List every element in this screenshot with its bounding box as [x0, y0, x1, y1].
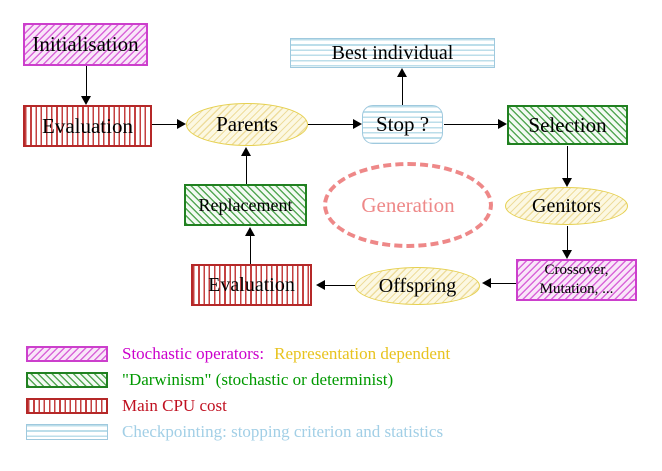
node-evaluation-top: Evaluation	[23, 105, 152, 147]
node-replacement: Replacement	[184, 184, 307, 226]
legend-row-cpu-cost: Main CPU cost	[26, 395, 227, 417]
node-crossover-mutation: Crossover, Mutation, ...	[516, 259, 637, 301]
legend-row-checkpointing: Checkpointing: stopping criterion and st…	[26, 421, 443, 443]
legend-text-representation: Representation dependent	[274, 344, 451, 363]
generation-loop-label: Generation	[323, 162, 493, 248]
legend-row-stochastic: Stochastic operators: Representation depe…	[26, 343, 450, 365]
legend-text-checkpointing: Checkpointing: stopping criterion and st…	[122, 422, 444, 441]
node-genitors: Genitors	[505, 187, 628, 225]
node-best-individual: Best individual	[290, 38, 495, 68]
legend-swatch-checkpointing	[26, 424, 108, 440]
node-stop-test: Stop ?	[362, 105, 443, 144]
node-evaluation-bottom: Evaluation	[191, 264, 312, 306]
legend-text-darwinism: "Darwinism" (stochastic or determinist)	[122, 370, 394, 389]
legend-text-cpu-cost: Main CPU cost	[122, 396, 227, 415]
legend-text-stochastic: Stochastic operators:	[122, 344, 265, 363]
node-initialisation: Initialisation	[23, 23, 148, 66]
crossover-line2: Mutation, ...	[539, 281, 614, 297]
node-parents: Parents	[186, 103, 308, 146]
legend-swatch-cpu-cost	[26, 398, 108, 414]
node-selection: Selection	[507, 105, 628, 145]
node-offspring: Offspring	[355, 267, 480, 305]
legend-row-darwinism: "Darwinism" (stochastic or determinist)	[26, 369, 393, 391]
crossover-line1: Crossover,	[544, 262, 609, 279]
legend-swatch-stochastic	[26, 346, 108, 362]
legend-swatch-darwinism	[26, 372, 108, 388]
legend-label-stochastic: Stochastic operators: Representation depe…	[122, 344, 450, 364]
